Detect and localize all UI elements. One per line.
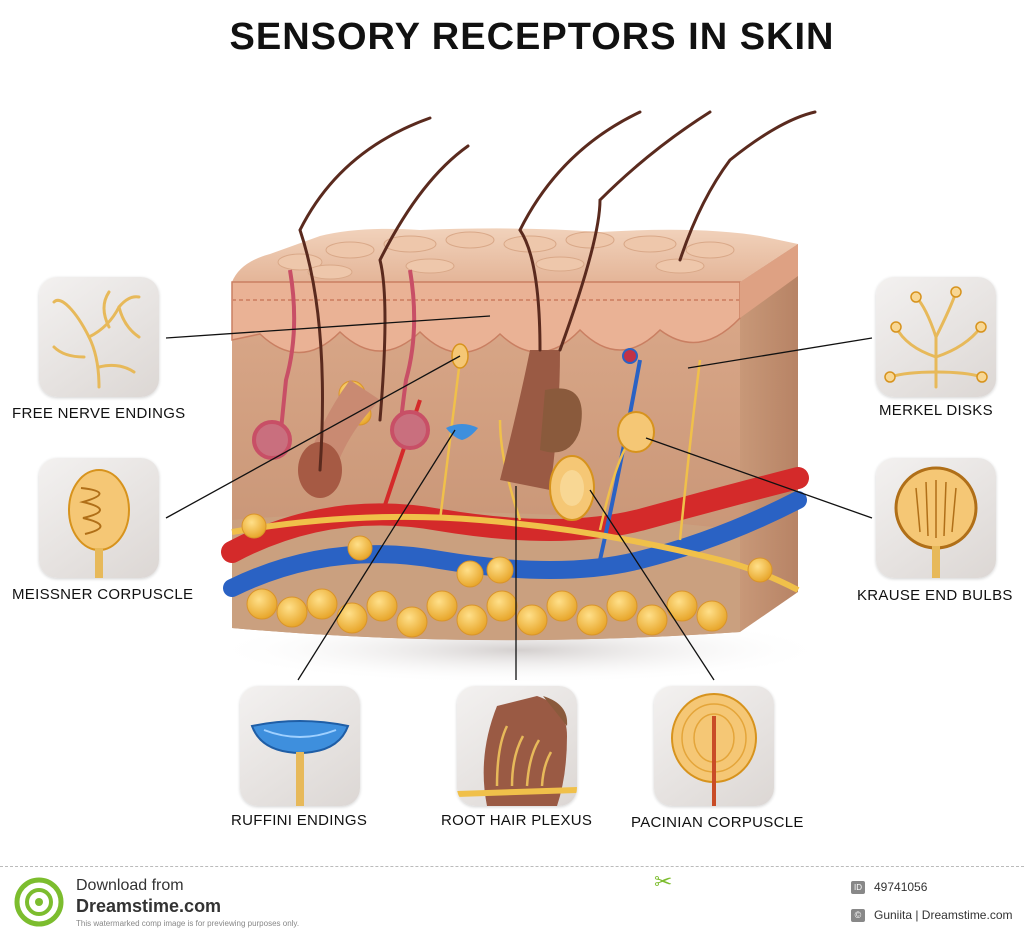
download-from-text: Download from <box>76 877 184 894</box>
epidermis-side <box>740 244 798 318</box>
meissner-corpuscle-icon <box>68 469 130 578</box>
merkel-disks-label: MERKEL DISKS <box>879 402 993 419</box>
ruffini-endings-label: RUFFINI ENDINGS <box>231 812 368 829</box>
krause-end-bulbs-label: KRAUSE END BULBS <box>857 587 1013 604</box>
ruffini-endings-icon <box>250 720 350 806</box>
merkel-in-block <box>622 348 638 364</box>
merkel-disks-icon <box>884 286 988 389</box>
hair-shafts <box>298 110 817 472</box>
author-credit: Guniita | Dreamstime.com <box>874 908 1013 922</box>
skin-cross-section-diagram <box>165 110 873 684</box>
krause-in-block <box>617 411 655 453</box>
vein <box>223 491 807 597</box>
pacinian-corpuscle-label: PACINIAN CORPUSCLE <box>631 814 804 831</box>
copyright-icon: © <box>851 909 865 922</box>
watermark-footer: Download from Dreamstime.com This waterm… <box>0 866 1024 938</box>
root-hair-plexus-icon <box>457 696 577 806</box>
free-nerve-endings-icon <box>52 290 141 389</box>
nerve-fiber <box>438 359 462 521</box>
hair-follicle <box>500 350 582 490</box>
nerve-trunk <box>231 513 800 593</box>
merkel-disks-card <box>876 277 996 397</box>
page-title: SENSORY RECEPTORS IN SKIN <box>229 16 835 58</box>
dermis-side-face <box>740 244 798 632</box>
leader-lines <box>165 315 873 681</box>
watermark-notice: This watermarked comp image is for previ… <box>76 919 300 928</box>
meissner-corpuscle-card <box>39 458 159 578</box>
krause-end-bulbs-card <box>876 458 996 578</box>
sweat-gland <box>252 269 430 460</box>
free-nerve-endings-label: FREE NERVE ENDINGS <box>12 405 186 422</box>
nerve-fiber <box>678 359 702 541</box>
free-nerve-endings-card <box>39 277 159 397</box>
ruffini-in-block <box>446 424 478 440</box>
id-badge: ID <box>851 881 865 894</box>
site-name[interactable]: Dreamstime.com <box>76 896 222 916</box>
meissner-corpuscle-label: MEISSNER CORPUSCLE <box>12 586 194 603</box>
pacinian-corpuscle-icon <box>671 693 757 806</box>
image-id: 49741056 <box>874 880 928 894</box>
root-hair-plexus-card <box>457 686 577 806</box>
root-hair-plexus-label: ROOT HAIR PLEXUS <box>441 812 593 829</box>
krause-end-bulbs-icon <box>894 466 978 578</box>
dreamstime-logo-icon <box>14 877 64 927</box>
ruffini-endings-card <box>240 686 360 806</box>
fat-cells <box>241 380 773 638</box>
pacinian-corpuscle-card <box>654 686 774 806</box>
scissors-icon: ✂ <box>654 869 673 894</box>
